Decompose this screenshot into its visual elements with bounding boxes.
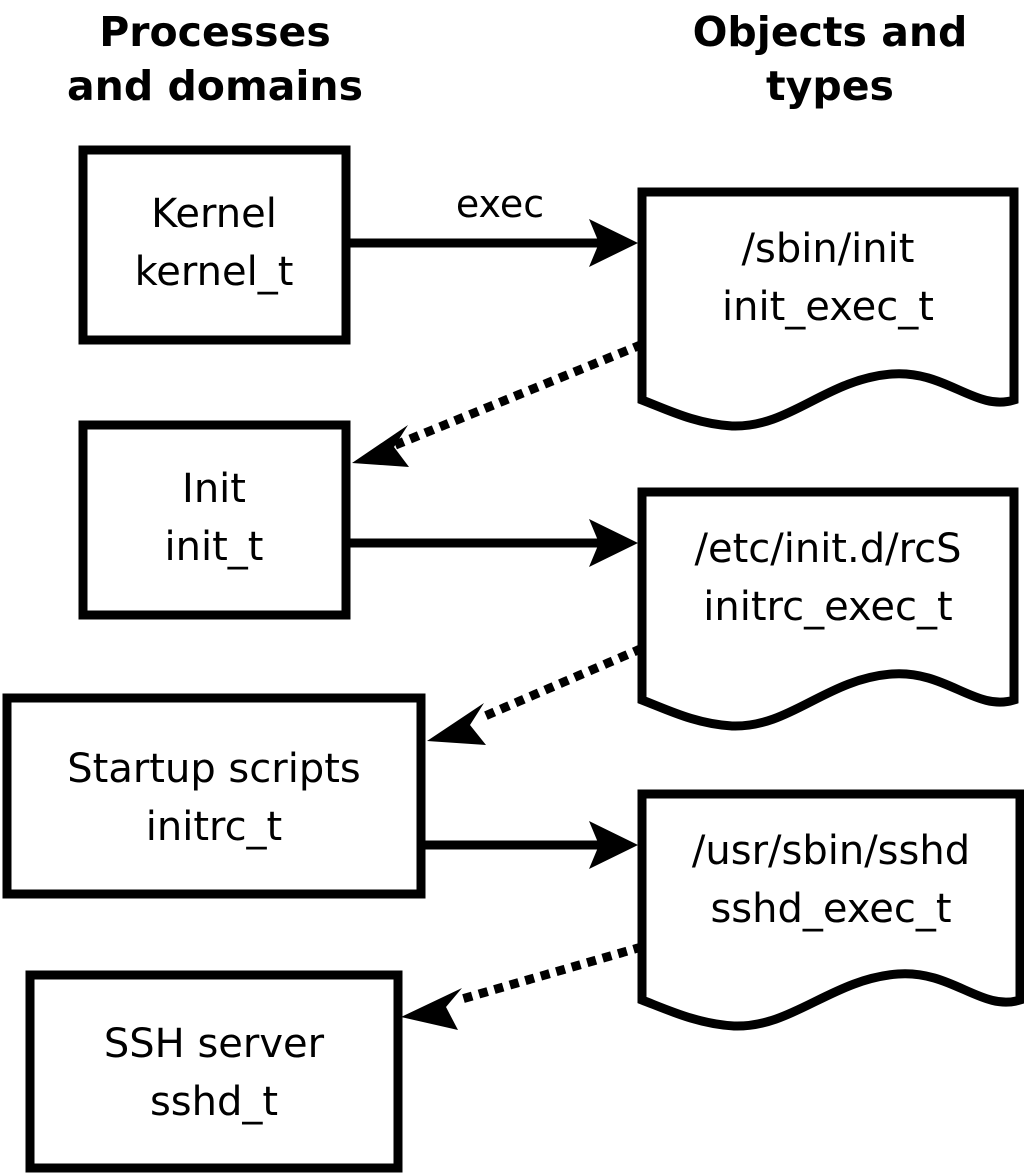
edge-kernel-exec-init-exec: exec bbox=[350, 182, 638, 267]
column-header-processes: Processes and domains bbox=[67, 8, 363, 110]
edge-line-dotted bbox=[472, 644, 644, 725]
process-box[interactable] bbox=[78, 145, 351, 345]
edge-initrc-exec-sshd-exec bbox=[425, 821, 638, 869]
process-name-kernel: Kernel bbox=[151, 191, 277, 237]
object-type-initrc-exec: initrc_exec_t bbox=[703, 584, 952, 630]
arrowhead-right bbox=[589, 821, 638, 869]
process-name-init: Init bbox=[182, 466, 246, 512]
process-node-init[interactable]: Init init_t bbox=[78, 420, 351, 620]
document-shape[interactable] bbox=[637, 487, 1019, 731]
process-type-kernel: kernel_t bbox=[135, 249, 294, 295]
process-name-initrc: Startup scripts bbox=[67, 746, 360, 792]
arrowhead-right bbox=[589, 219, 638, 267]
object-type-init-exec: init_exec_t bbox=[722, 284, 934, 330]
process-type-init: init_t bbox=[165, 524, 264, 570]
header-objects-line1: Objects and bbox=[693, 8, 968, 56]
document-shape[interactable] bbox=[637, 789, 1024, 1031]
header-objects-line2: types bbox=[766, 62, 894, 110]
arrowhead-left-down bbox=[352, 425, 409, 467]
column-header-objects: Objects and types bbox=[693, 8, 968, 110]
process-box[interactable] bbox=[78, 420, 351, 620]
object-node-initrc-exec[interactable]: /etc/init.d/rcS initrc_exec_t bbox=[637, 487, 1019, 731]
edge-line-dotted bbox=[449, 942, 644, 1007]
edge-label-exec: exec bbox=[456, 182, 544, 226]
edge-init-exec-initrc-exec bbox=[350, 519, 638, 567]
arrowhead-left-down bbox=[427, 703, 486, 745]
object-path-initrc-exec: /etc/init.d/rcS bbox=[694, 526, 961, 572]
object-path-sshd-exec: /usr/sbin/sshd bbox=[692, 828, 970, 874]
edge-init-exec-to-init bbox=[352, 340, 644, 467]
header-processes-line1: Processes bbox=[99, 8, 331, 56]
process-box[interactable] bbox=[25, 970, 403, 1173]
object-node-sshd-exec[interactable]: /usr/sbin/sshd sshd_exec_t bbox=[637, 789, 1024, 1031]
process-name-sshd: SSH server bbox=[104, 1021, 325, 1067]
document-shape[interactable] bbox=[637, 187, 1019, 431]
arrowhead-left-down bbox=[401, 988, 462, 1030]
edge-initrc-exec-to-initrc bbox=[427, 644, 644, 745]
process-type-sshd: sshd_t bbox=[150, 1079, 278, 1125]
header-processes-line2: and domains bbox=[67, 62, 363, 110]
object-node-init-exec[interactable]: /sbin/init init_exec_t bbox=[637, 187, 1019, 431]
process-box[interactable] bbox=[2, 693, 426, 899]
process-node-sshd[interactable]: SSH server sshd_t bbox=[25, 970, 403, 1173]
process-type-initrc: initrc_t bbox=[146, 804, 283, 850]
object-path-init-exec: /sbin/init bbox=[742, 226, 915, 272]
arrowhead-right bbox=[589, 519, 638, 567]
edge-line-dotted bbox=[392, 340, 644, 450]
process-node-initrc[interactable]: Startup scripts initrc_t bbox=[2, 693, 426, 899]
process-node-kernel[interactable]: Kernel kernel_t bbox=[78, 145, 351, 345]
edge-sshd-exec-to-sshd bbox=[401, 942, 644, 1030]
object-type-sshd-exec: sshd_exec_t bbox=[710, 886, 951, 932]
